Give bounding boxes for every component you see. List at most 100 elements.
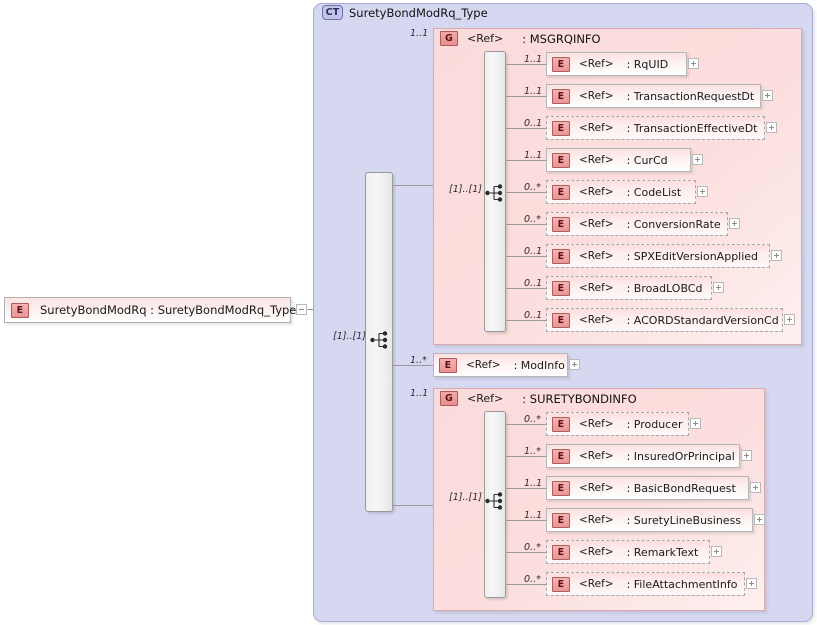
expand-plus-icon[interactable] (771, 250, 782, 261)
element-ref-label: <Ref> (579, 250, 614, 262)
group-badge-icon: G (440, 31, 458, 46)
element-badge-icon: E (552, 280, 570, 296)
connector-line (393, 505, 433, 506)
element-badge-icon: E (552, 480, 570, 496)
element-row-rquid[interactable]: E <Ref> : RqUID (546, 52, 687, 76)
complex-type-title: SuretyBondModRq_Type (349, 5, 488, 20)
group-ref-label: <Ref> (467, 392, 504, 405)
complex-type-header: CT SuretyBondModRq_Type (322, 5, 488, 20)
element-badge-icon: E (552, 88, 570, 104)
expand-plus-icon[interactable] (713, 282, 724, 293)
expand-plus-icon[interactable] (729, 218, 740, 229)
expand-plus-icon[interactable] (746, 578, 757, 589)
root-collapse-minus-icon[interactable] (296, 304, 307, 315)
element-row-codelist[interactable]: E <Ref> : CodeList (546, 180, 696, 204)
element-ref-label: <Ref> (579, 90, 614, 102)
element-name-label: : RemarkText (626, 545, 699, 559)
connector-line (506, 456, 546, 457)
row-cardinality: 0..1 (524, 278, 543, 289)
group-sequence-compositor-msgrqinfo[interactable] (484, 51, 506, 332)
expand-plus-icon[interactable] (754, 514, 765, 525)
element-row-transactionrequestdt[interactable]: E <Ref> : TransactionRequestDt (546, 84, 761, 108)
element-ref-label: <Ref> (579, 578, 614, 590)
complex-type-badge-icon: CT (322, 5, 343, 20)
element-row-spxeditversionapplied[interactable]: E <Ref> : SPXEditVersionApplied (546, 244, 770, 268)
connector-line (506, 288, 546, 289)
element-row-conversionrate[interactable]: E <Ref> : ConversionRate (546, 212, 728, 236)
element-row-broadlobcd[interactable]: E <Ref> : BroadLOBCd (546, 276, 712, 300)
group-cardinality-suretybondinfo: 1..1 (410, 388, 429, 399)
element-ref-label: <Ref> (579, 58, 614, 70)
connector-line (506, 256, 546, 257)
element-ref-label: <Ref> (466, 359, 501, 371)
element-ref-label: <Ref> (579, 418, 614, 430)
expand-plus-icon[interactable] (750, 482, 761, 493)
expand-plus-icon[interactable] (692, 154, 703, 165)
connector-line (506, 128, 546, 129)
element-ref-label: <Ref> (579, 218, 614, 230)
element-row-acordstandardversioncd[interactable]: E <Ref> : ACORDStandardVersionCd (546, 308, 783, 332)
row-cardinality: 0..1 (524, 118, 543, 129)
element-ref-label: <Ref> (579, 186, 614, 198)
element-name-label: : ModInfo (513, 358, 565, 372)
connector-line (506, 64, 546, 65)
group-header-suretybondinfo: G <Ref> : SURETYBONDINFO (440, 391, 637, 406)
element-badge-icon: E (552, 184, 570, 200)
expand-plus-icon[interactable] (762, 90, 773, 101)
group-sequence-compositor-suretybondinfo[interactable] (484, 411, 506, 598)
element-ref-label: <Ref> (579, 450, 614, 462)
expand-plus-icon[interactable] (711, 546, 722, 557)
expand-plus-icon[interactable] (784, 314, 795, 325)
connector-line (506, 520, 546, 521)
group-header-msgrqinfo: G <Ref> : MSGRQINFO (440, 31, 601, 46)
element-row-curcd[interactable]: E <Ref> : CurCd (546, 148, 691, 172)
row-cardinality: 1..1 (524, 86, 543, 97)
connector-line (506, 160, 546, 161)
element-name-label: : RqUID (626, 57, 669, 71)
group-name-label: : MSGRQINFO (522, 31, 601, 46)
element-ref-label: <Ref> (579, 282, 614, 294)
element-name-label: : TransactionRequestDt (626, 89, 755, 103)
element-row-suretylinebusiness[interactable]: E <Ref> : SuretyLineBusiness (546, 508, 753, 532)
connector-line (506, 320, 546, 321)
expand-plus-icon[interactable] (690, 418, 701, 429)
row-cardinality: 0..* (524, 182, 541, 193)
expand-plus-icon[interactable] (697, 186, 708, 197)
connector-line (506, 96, 546, 97)
expand-plus-icon[interactable] (741, 450, 752, 461)
element-name-label: : CodeList (626, 185, 682, 199)
element-badge-icon: E (552, 120, 570, 136)
expand-plus-icon[interactable] (688, 58, 699, 69)
sequence-icon (485, 184, 503, 202)
element-badge-icon: E (552, 448, 570, 464)
element-row-transactioneffectivedt[interactable]: E <Ref> : TransactionEffectiveDt (546, 116, 765, 140)
element-badge-icon: E (439, 357, 457, 373)
element-name-label: : CurCd (626, 153, 668, 167)
element-name-label: : SPXEditVersionApplied (626, 249, 759, 263)
element-row-fileattachmentinfo[interactable]: E <Ref> : FileAttachmentInfo (546, 572, 745, 596)
row-cardinality: 0..* (524, 542, 541, 553)
row-cardinality: 1..* (524, 446, 541, 457)
element-name-label: : TransactionEffectiveDt (626, 121, 758, 135)
root-element-box[interactable]: E SuretyBondModRq : SuretyBondModRq_Type (4, 297, 296, 323)
element-row-remarktext[interactable]: E <Ref> : RemarkText (546, 540, 710, 564)
element-name-label: : InsuredOrPrincipal (626, 449, 735, 463)
element-name-label: : FileAttachmentInfo (626, 577, 738, 591)
element-row-modinfo[interactable]: E <Ref> : ModInfo (433, 353, 568, 377)
element-row-producer[interactable]: E <Ref> : Producer (546, 412, 689, 436)
row-cardinality: 1..1 (524, 510, 543, 521)
element-row-insuredorprincipal[interactable]: E <Ref> : InsuredOrPrincipal (546, 444, 740, 468)
row-cardinality: 0..* (524, 574, 541, 585)
expand-plus-icon[interactable] (569, 359, 580, 370)
connector-line (506, 192, 546, 193)
expand-plus-icon[interactable] (766, 122, 777, 133)
element-badge-icon: E (552, 312, 570, 328)
element-name-label: : ConversionRate (626, 217, 721, 231)
element-name-label: : SuretyLineBusiness (626, 513, 742, 527)
element-badge-icon: E (552, 216, 570, 232)
element-badge-icon: E (552, 576, 570, 592)
element-row-basicbondrequest[interactable]: E <Ref> : BasicBondRequest (546, 476, 749, 500)
element-name-label: : ACORDStandardVersionCd (626, 313, 779, 327)
element-badge-icon: E (552, 544, 570, 560)
